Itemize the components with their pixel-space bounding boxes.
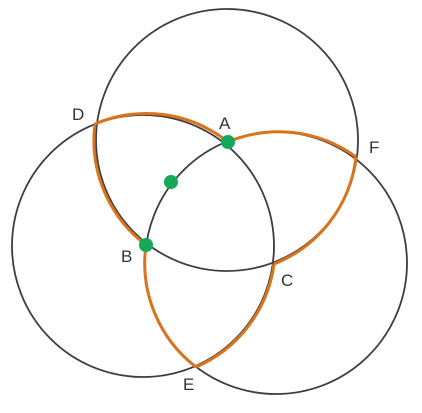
label-c: C (281, 271, 293, 290)
label-b: B (121, 247, 132, 266)
arc-d-to-a (94, 112, 229, 144)
point-b (139, 238, 153, 252)
point-a (221, 135, 235, 149)
arc-f-to-c (273, 156, 358, 266)
circle-left (11, 114, 275, 378)
arc-b-to-d (92, 123, 147, 247)
circle-top (95, 8, 359, 272)
label-d: D (72, 105, 84, 124)
point-midpoint-ab (164, 175, 178, 189)
arc-a-to-f (227, 130, 357, 159)
arc-e-to-b (143, 244, 197, 369)
label-f: F (369, 138, 379, 157)
label-a: A (219, 114, 231, 133)
label-e: E (183, 375, 194, 394)
arc-c-to-e (195, 263, 276, 369)
